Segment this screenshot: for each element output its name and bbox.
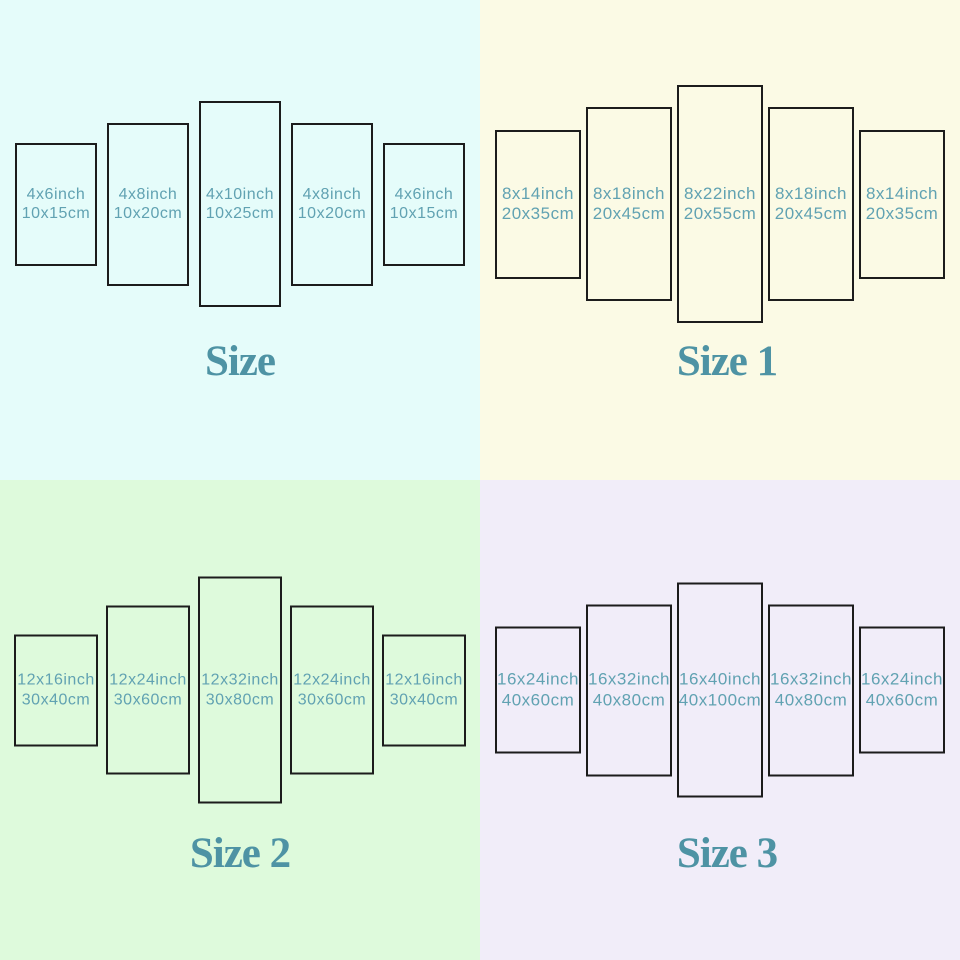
canvas-panel: 16x32inch 40x80cm [586, 604, 672, 776]
panel-size-cm: 20x35cm [865, 204, 939, 223]
panel-size-cm: 10x20cm [113, 205, 183, 222]
canvas-panel: 4x6inch 10x15cm [383, 142, 465, 266]
quadrant-size-2: 12x16inch 30x40cm 12x24inch 30x60cm 12x3… [0, 480, 480, 960]
panel-size-cm: 40x60cm [501, 690, 575, 709]
quadrant-size-3: 16x24inch 40x60cm 16x32inch 40x80cm 16x4… [480, 480, 960, 960]
panel-size-inch: 4x8inch [302, 185, 362, 203]
panel-size-inch: 8x18inch [592, 183, 666, 203]
panel-size-inch: 16x24inch [497, 669, 580, 689]
panel-size-inch: 8x14inch [865, 183, 939, 203]
panel-size-inch: 4x6inch [26, 185, 86, 203]
panel-size-cm: 40x100cm [678, 690, 762, 709]
panel-size-inch: 8x14inch [501, 183, 575, 203]
panel-row: 4x6inch 10x15cm 4x8inch 10x20cm 4x10inch… [0, 101, 480, 307]
panel-size-cm: 40x80cm [592, 690, 666, 709]
canvas-panel: 8x22inch 20x55cm [677, 85, 763, 323]
canvas-panel: 12x16inch 30x40cm [14, 634, 98, 746]
panel-size-inch: 16x32inch [770, 669, 853, 689]
canvas-panel: 8x14inch 20x35cm [859, 129, 945, 279]
panel-size-inch: 12x24inch [109, 671, 187, 689]
panel-size-cm: 30x60cm [297, 691, 367, 708]
panel-size-cm: 10x15cm [389, 205, 459, 222]
canvas-panel: 16x24inch 40x60cm [859, 626, 945, 754]
panel-size-cm: 20x35cm [501, 204, 575, 223]
panel-size-cm: 20x45cm [592, 204, 666, 223]
panel-size-inch: 4x10inch [205, 185, 275, 203]
panel-size-cm: 30x40cm [21, 691, 91, 708]
panel-size-inch: 12x16inch [385, 671, 463, 689]
panel-size-inch: 8x22inch [683, 183, 757, 203]
panel-size-inch: 12x32inch [201, 671, 279, 689]
panel-row: 12x16inch 30x40cm 12x24inch 30x60cm 12x3… [0, 576, 480, 804]
panel-size-inch: 12x16inch [17, 671, 95, 689]
panel-size-cm: 20x45cm [774, 204, 848, 223]
panel-size-cm: 40x80cm [774, 690, 848, 709]
panel-size-cm: 10x15cm [21, 205, 91, 222]
quadrant-size: 4x6inch 10x15cm 4x8inch 10x20cm 4x10inch… [0, 0, 480, 480]
canvas-panel: 12x24inch 30x60cm [106, 605, 190, 775]
canvas-panel: 8x18inch 20x45cm [586, 107, 672, 301]
panel-size-cm: 10x20cm [297, 205, 367, 222]
canvas-panel: 8x18inch 20x45cm [768, 107, 854, 301]
panel-size-cm: 10x25cm [205, 205, 275, 222]
panel-size-inch: 16x40inch [678, 669, 761, 689]
canvas-panel: 4x8inch 10x20cm [107, 122, 189, 286]
quadrant-title: Size 3 [676, 830, 778, 877]
panel-size-cm: 20x55cm [683, 204, 757, 223]
canvas-panel: 12x24inch 30x60cm [290, 605, 374, 775]
quadrant-title: Size 2 [189, 830, 291, 877]
canvas-panel: 16x40inch 40x100cm [677, 582, 763, 798]
quadrant-size-1: 8x14inch 20x35cm 8x18inch 20x45cm 8x22in… [480, 0, 960, 480]
panel-size-cm: 40x60cm [865, 690, 939, 709]
panel-size-inch: 12x24inch [293, 671, 371, 689]
panel-row: 16x24inch 40x60cm 16x32inch 40x80cm 16x4… [480, 582, 960, 798]
panel-size-cm: 30x60cm [113, 691, 183, 708]
canvas-panel: 12x32inch 30x80cm [198, 576, 282, 804]
panel-size-cm: 30x40cm [389, 691, 459, 708]
panel-size-inch: 16x24inch [861, 669, 944, 689]
canvas-panel: 12x16inch 30x40cm [382, 634, 466, 746]
panel-size-inch: 8x18inch [774, 183, 848, 203]
panel-size-inch: 16x32inch [588, 669, 671, 689]
canvas-panel: 16x32inch 40x80cm [768, 604, 854, 776]
panel-size-inch: 4x8inch [118, 185, 178, 203]
canvas-panel: 4x8inch 10x20cm [291, 122, 373, 286]
panel-size-cm: 30x80cm [205, 691, 275, 708]
canvas-panel: 16x24inch 40x60cm [495, 626, 581, 754]
canvas-panel: 4x6inch 10x15cm [15, 142, 97, 266]
panel-size-inch: 4x6inch [394, 185, 454, 203]
quadrant-title: Size [204, 338, 276, 385]
canvas-panel: 4x10inch 10x25cm [199, 101, 281, 307]
quadrant-title: Size 1 [676, 338, 778, 385]
panel-row: 8x14inch 20x35cm 8x18inch 20x45cm 8x22in… [480, 85, 960, 323]
canvas-panel: 8x14inch 20x35cm [495, 129, 581, 279]
